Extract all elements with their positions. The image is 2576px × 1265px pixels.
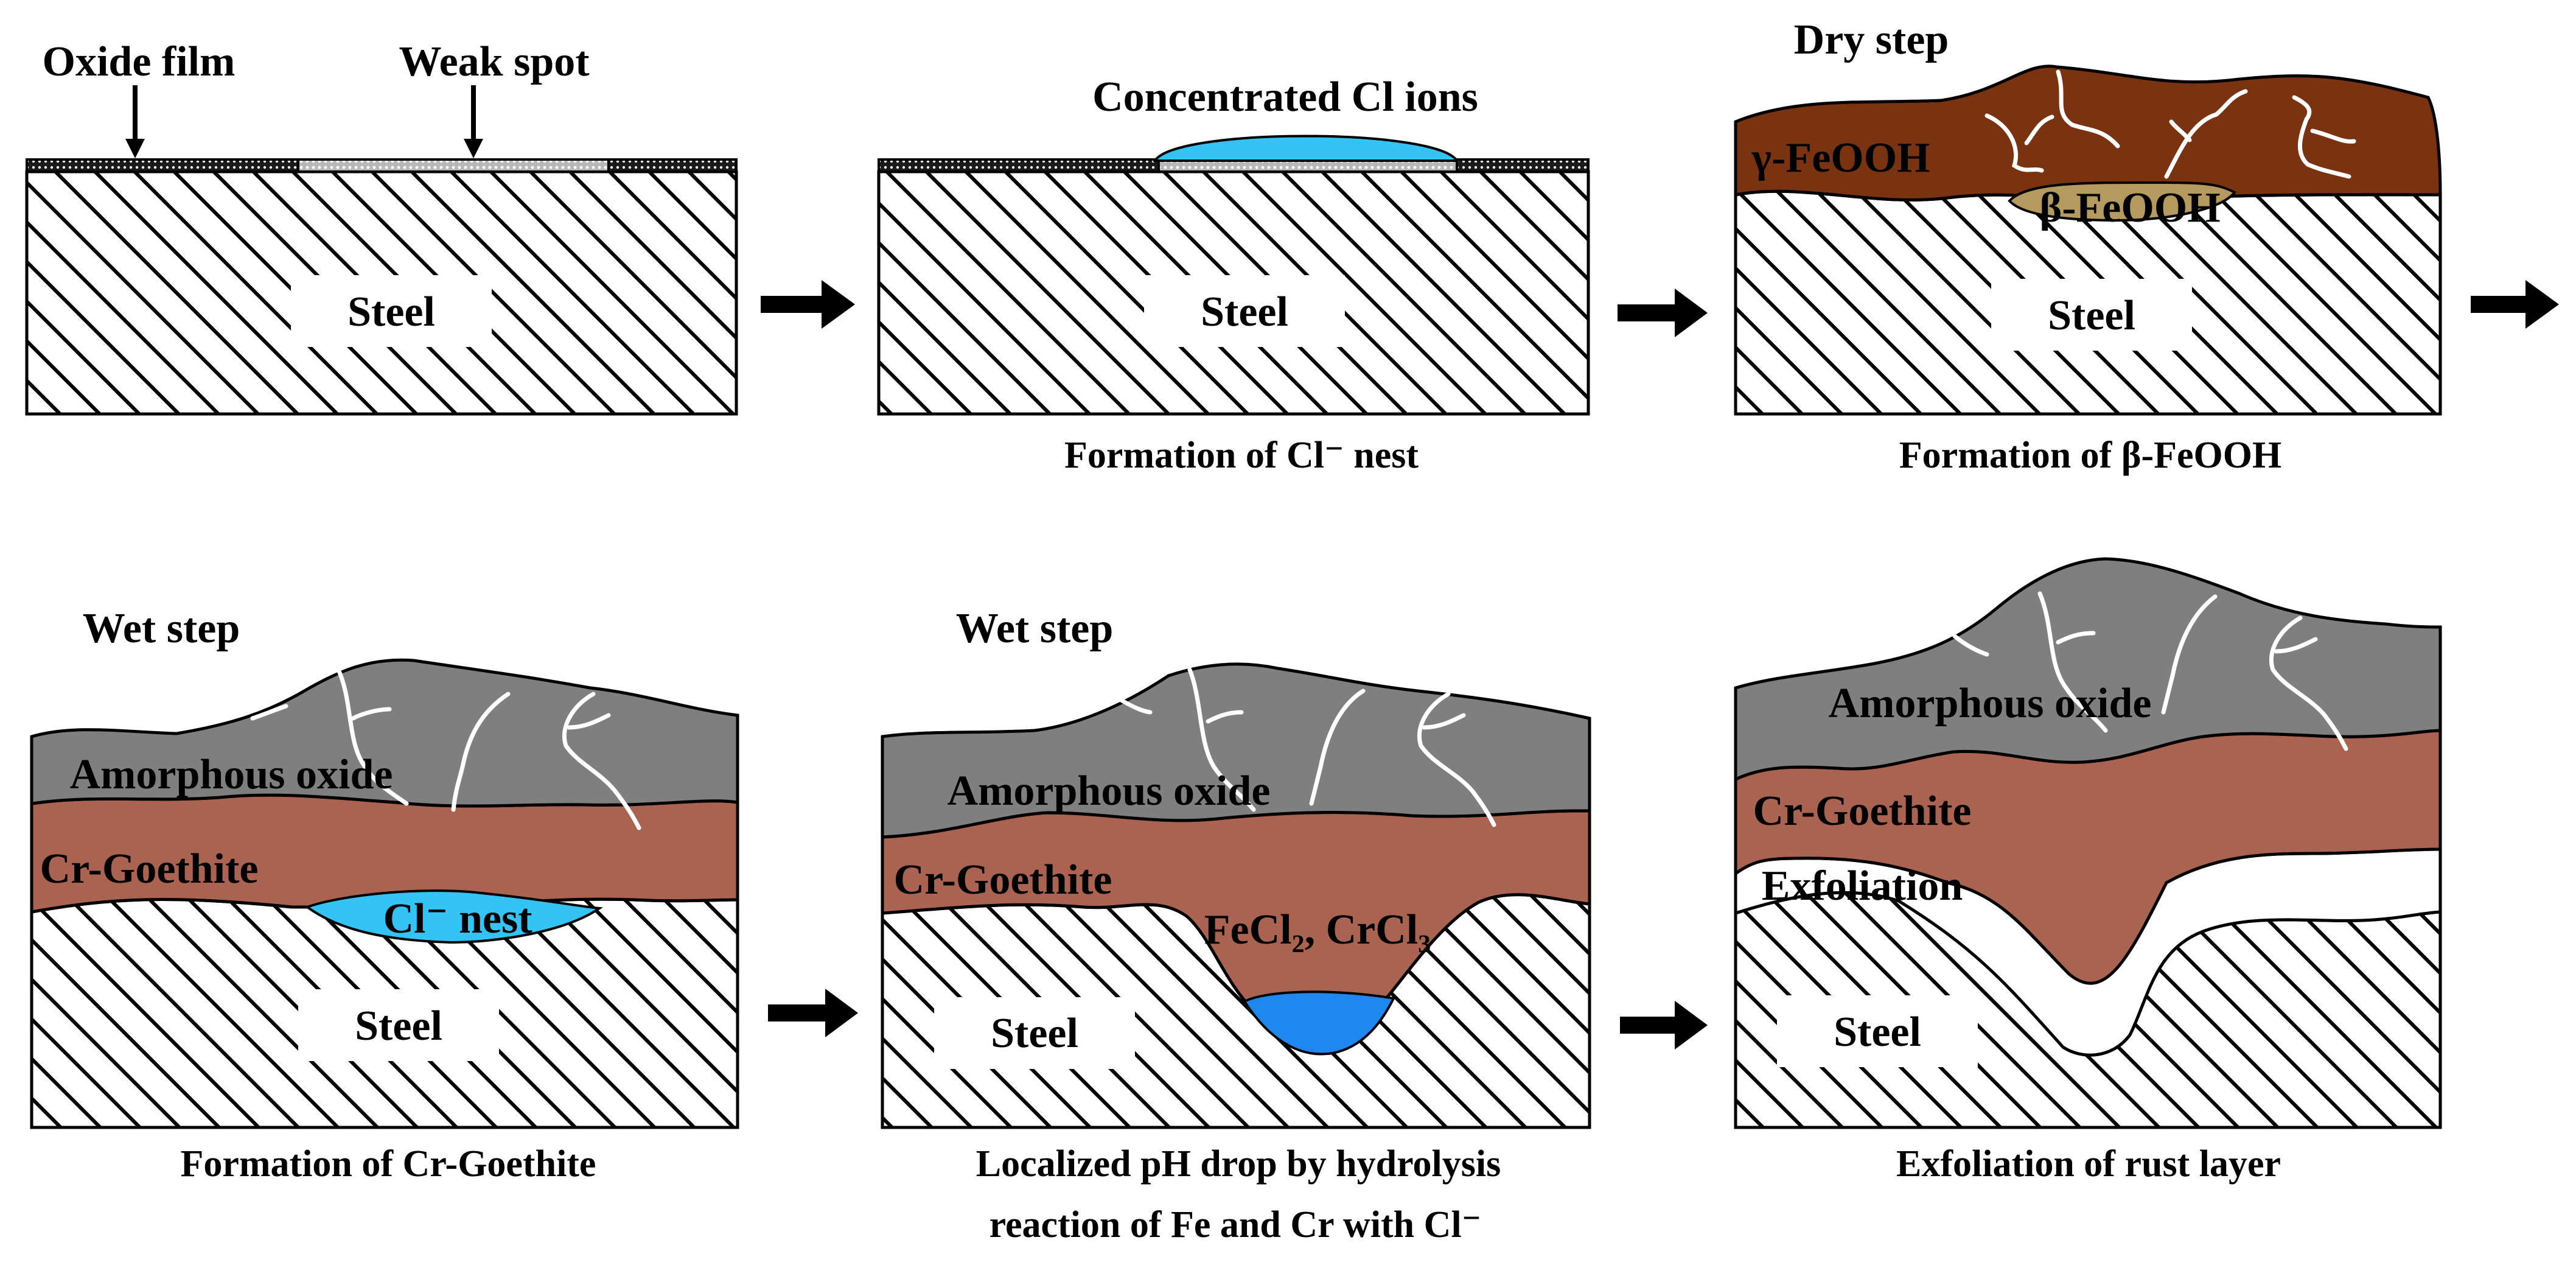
crack-lines (1984, 69, 2356, 179)
panel-3: Steel Dry step γ-FeOOH β-FeOOH Formation… (1734, 16, 2442, 476)
amorphous-oxide-label: Amorphous oxide (948, 768, 1271, 815)
beta-feooh-label: β-FeOOH (2039, 184, 2220, 231)
gamma-feooh-label: γ-FeOOH (1751, 135, 1930, 181)
amorphous-oxide-layer (1734, 557, 2442, 782)
caption-line-2: reaction of Fe and Cr with Cl⁻ (990, 1204, 1482, 1246)
chloride-pit-solution (1243, 990, 1396, 1056)
concentrated-cl-label: Concentrated Cl ions (1092, 74, 1478, 121)
cr-goethite-label: Cr-Goethite (1753, 788, 1972, 835)
crack-lines (1952, 591, 2348, 751)
steel-label: Steel (1201, 289, 1288, 335)
cl-nest-label: Cl⁻ nest (383, 895, 532, 942)
panel-4: Steel Wet step Amorphous oxide Cr-Goethi… (30, 605, 739, 1185)
steel-label: Steel (991, 1010, 1078, 1057)
caption: Formation of Cl⁻ nest (1064, 435, 1419, 476)
right-arrow-icon (1618, 289, 1708, 337)
cr-goethite-label: Cr-Goethite (40, 846, 259, 892)
weak-spot-film (297, 158, 610, 173)
amorphous-oxide-layer (881, 662, 1591, 839)
fecl-crcl-label: FeCl₂, CrCl₃ (1204, 906, 1431, 953)
amorphous-oxide-label: Amorphous oxide (1829, 680, 2152, 727)
amorphous-oxide-label: Amorphous oxide (70, 751, 393, 798)
caption: Exfoliation of rust layer (1896, 1143, 2281, 1185)
caption: Formation of Cr-Goethite (181, 1143, 596, 1185)
panel-5: Steel Wet step Amorphous oxide Cr-Goethi… (881, 605, 1591, 1246)
oxide-film-left (26, 158, 299, 173)
right-arrow-icon (2471, 280, 2559, 329)
steel-label-box (1144, 275, 1345, 347)
oxide-film-left (878, 158, 1160, 173)
beta-feooh-layer (2008, 181, 2237, 222)
concentrated-cl-droplet (1153, 135, 1459, 162)
steel-label: Steel (2048, 292, 2135, 339)
steel-label: Steel (1834, 1009, 1921, 1056)
steel-label-box (298, 989, 499, 1061)
panel-1: Steel Oxide film Weak spot (25, 38, 738, 416)
steel-label-box (291, 275, 492, 347)
caption-line-1: Localized pH drop by hydrolysis (976, 1143, 1501, 1185)
cl-nest (304, 889, 603, 944)
panel-6: Steel Amorphous oxide Cr-Goethite Exfoli… (1734, 557, 2442, 1185)
weak-spot-label: Weak spot (399, 38, 589, 85)
right-arrow-icon (761, 280, 855, 329)
crack-lines (250, 666, 641, 830)
oxide-film-label: Oxide film (43, 38, 236, 85)
steel-label-box (934, 997, 1135, 1069)
dry-step-label: Dry step (1794, 16, 1949, 63)
cr-goethite-label: Cr-Goethite (894, 857, 1112, 903)
caption: Formation of β-FeOOH (1899, 435, 2281, 476)
amorphous-oxide-layer (30, 658, 739, 808)
panel-2: Steel Concentrated Cl ions Formation of … (877, 74, 1590, 476)
right-arrow-icon (768, 989, 858, 1037)
steel-label-box (1991, 279, 2192, 351)
crack-lines (1119, 667, 1496, 827)
oxide-film-right (1456, 158, 1590, 173)
wet-step-label: Wet step (956, 605, 1114, 652)
steel-label: Steel (347, 289, 435, 335)
oxide-film-right (607, 158, 738, 173)
steel-label: Steel (355, 1003, 442, 1049)
exfoliation-label: Exfoliation (1762, 863, 1963, 909)
wet-step-label: Wet step (83, 605, 240, 652)
gamma-feooh-layer (1734, 65, 2442, 202)
right-arrow-icon (1620, 1001, 1708, 1049)
steel-label-box (1777, 995, 1978, 1067)
